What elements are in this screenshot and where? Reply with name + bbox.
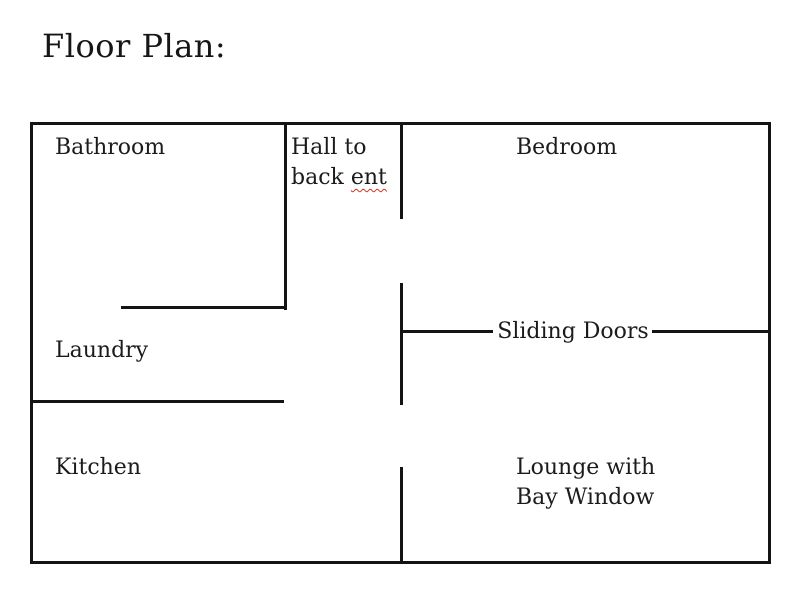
page-title: Floor Plan: <box>42 27 227 65</box>
room-label-laundry: Laundry <box>55 338 149 363</box>
lounge-label-line1: Lounge with <box>516 455 656 480</box>
wall-central-upper-segment <box>400 122 403 219</box>
wall-bathroom-right <box>284 122 287 310</box>
wall-central-middle-segment <box>400 283 403 405</box>
wall-bathroom-bottom <box>121 306 287 309</box>
wall-laundry-kitchen <box>30 400 284 403</box>
room-label-lounge: Lounge with Bay Window <box>516 453 655 513</box>
hall-label-line2-prefix: back <box>291 165 344 190</box>
wall-outer-right <box>768 122 771 564</box>
hall-label-line1: Hall to <box>291 135 367 160</box>
hall-label-line2: back ent <box>291 163 387 193</box>
sliding-doors-line-left <box>401 330 493 333</box>
sliding-doors-label: Sliding Doors <box>497 319 649 344</box>
room-label-bedroom: Bedroom <box>516 135 618 160</box>
sliding-doors-line-right <box>652 330 771 333</box>
wall-central-lower-segment <box>400 467 403 564</box>
room-label-kitchen: Kitchen <box>55 455 141 480</box>
room-label-hall: Hall to back ent <box>291 133 387 193</box>
lounge-label-line2: Bay Window <box>516 485 655 510</box>
hall-label-misspelled-word: ent <box>350 165 387 190</box>
room-label-bathroom: Bathroom <box>55 135 166 160</box>
wall-outer-left <box>30 122 33 564</box>
